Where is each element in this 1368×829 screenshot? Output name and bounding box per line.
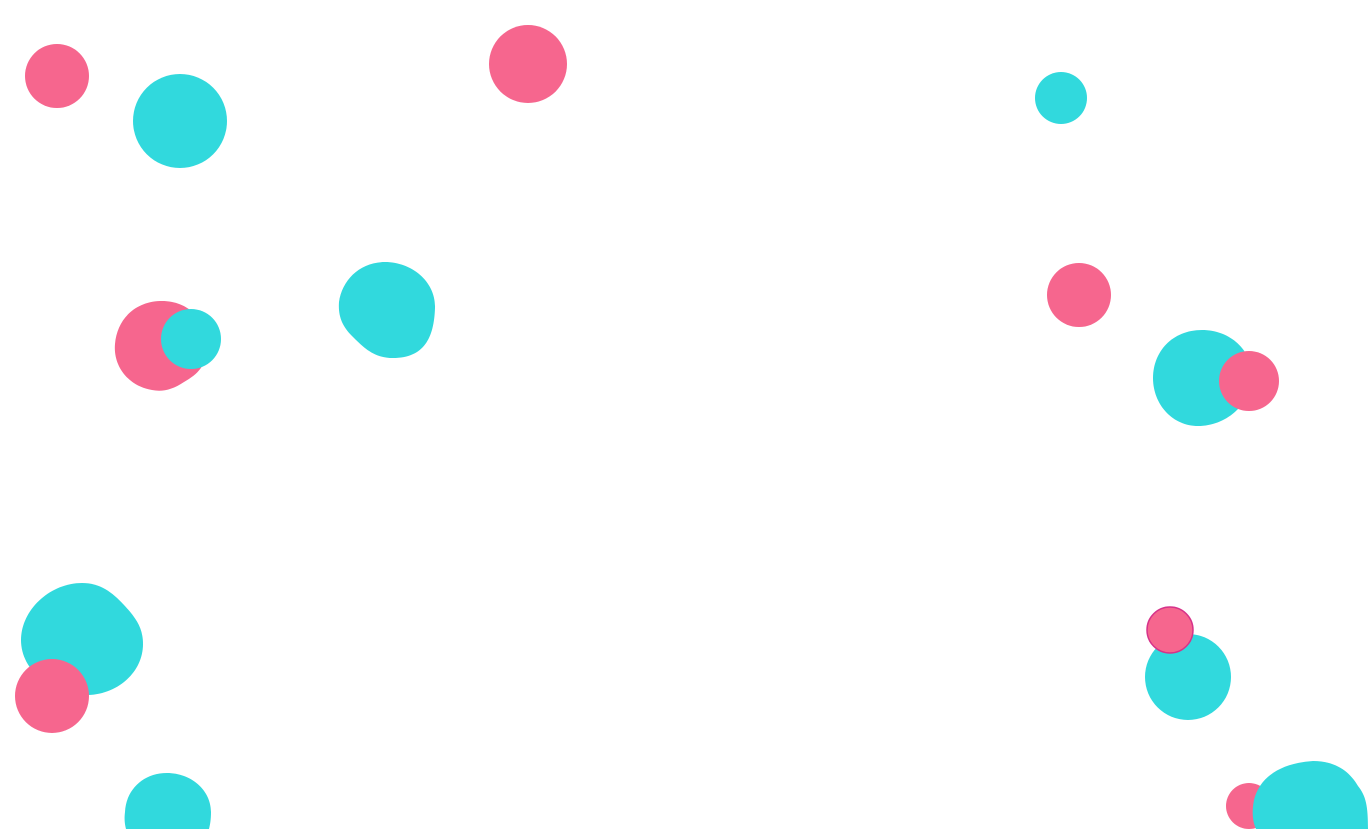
pink-dot: [1146, 606, 1194, 654]
cyan-dot: [338, 262, 436, 358]
cyan-dot: [133, 74, 227, 168]
cyan-dot: [1035, 72, 1087, 124]
pink-dot: [1047, 263, 1111, 327]
pink-dot: [15, 659, 89, 733]
pink-dot: [25, 44, 89, 108]
cyan-dot: [124, 773, 211, 829]
cyan-dot: [1145, 634, 1231, 720]
pink-dot: [1219, 351, 1279, 411]
pink-dot: [489, 25, 567, 103]
cyan-dot: [161, 309, 221, 369]
cyan-dot: [1252, 761, 1368, 829]
cyan-dot: [1153, 330, 1252, 426]
